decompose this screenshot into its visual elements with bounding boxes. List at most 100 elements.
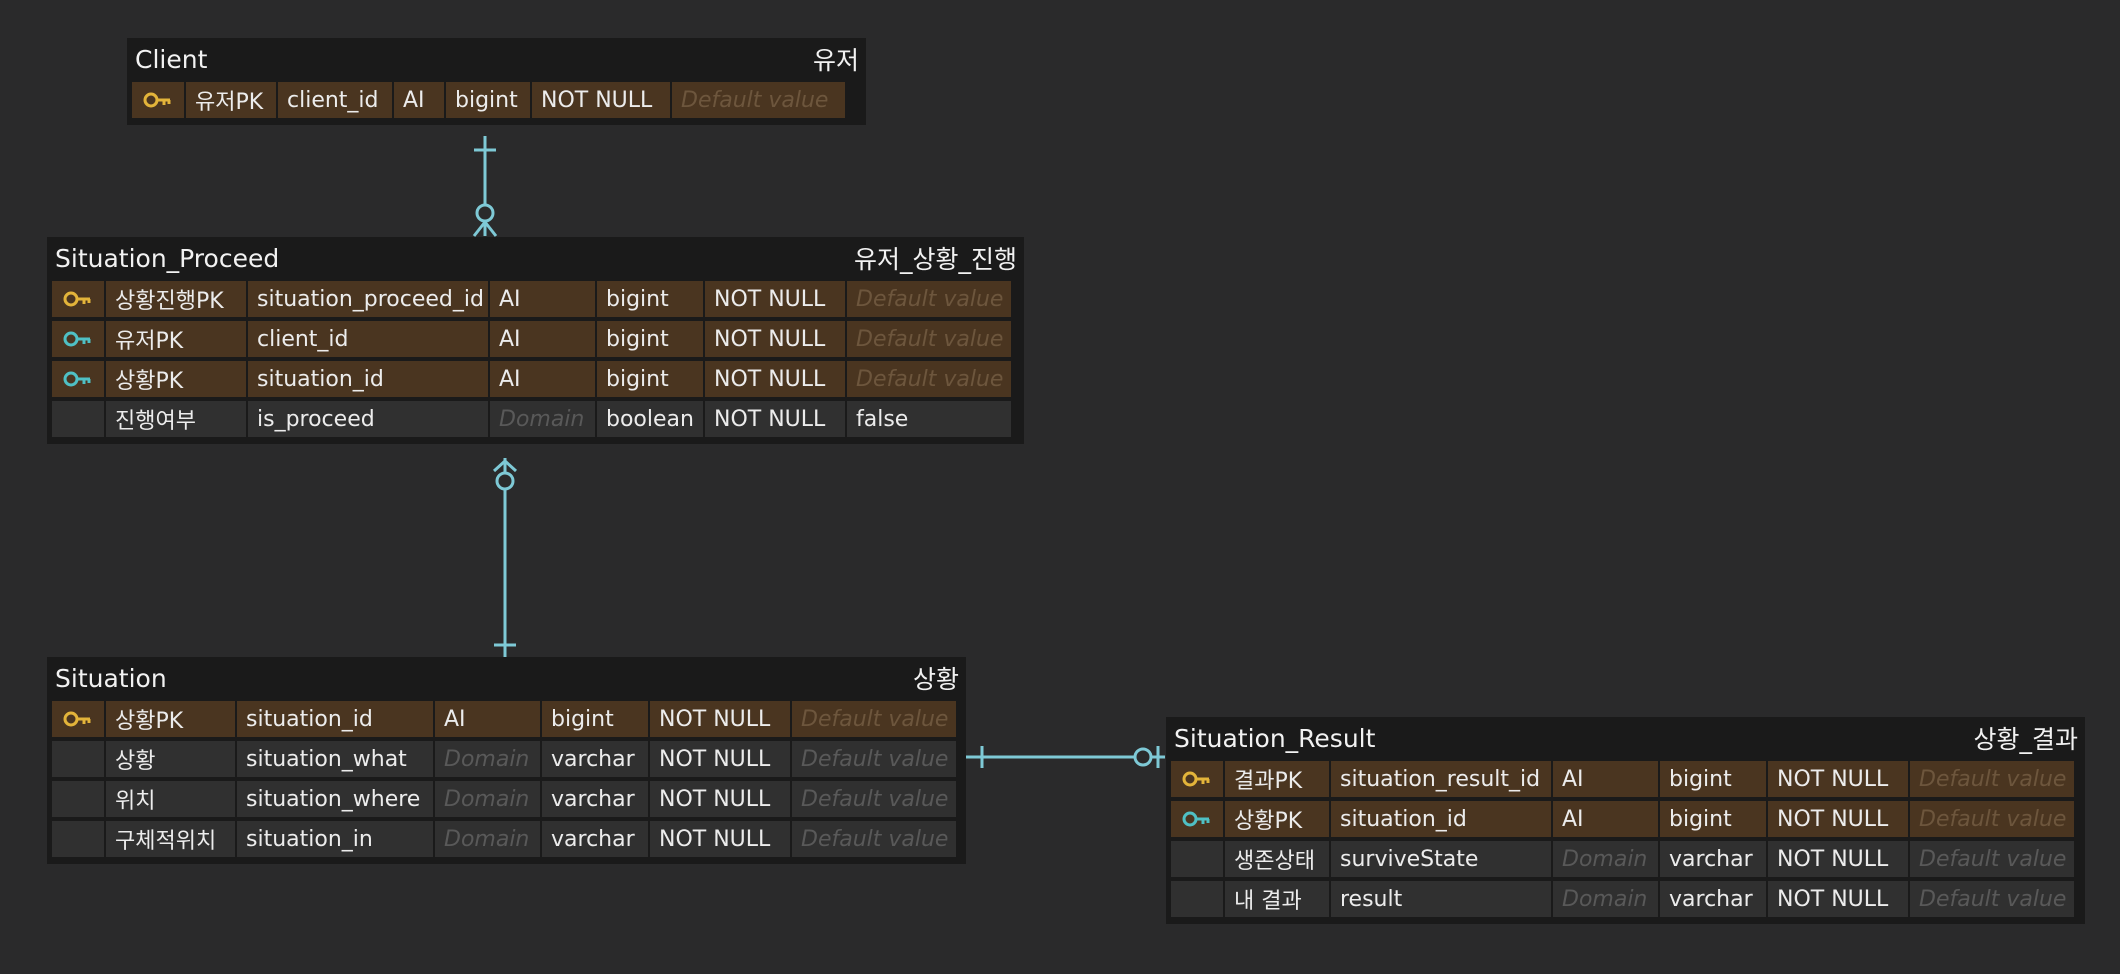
data-type-cell[interactable]: bigint: [446, 82, 530, 118]
data-type-cell[interactable]: bigint: [1660, 801, 1766, 837]
physical-name-cell[interactable]: situation_id: [248, 361, 488, 397]
data-type-cell[interactable]: bigint: [597, 361, 703, 397]
data-type-cell[interactable]: varchar: [542, 821, 648, 857]
logical-name-cell[interactable]: 상황PK: [106, 361, 246, 397]
logical-name-cell[interactable]: 상황진행PK: [106, 281, 246, 317]
logical-name-cell[interactable]: 위치: [106, 781, 235, 817]
nullable-cell[interactable]: NOT NULL: [1768, 761, 1908, 797]
default-value-cell[interactable]: Default value: [792, 781, 956, 817]
physical-name-cell[interactable]: is_proceed: [248, 401, 488, 437]
nullable-cell[interactable]: NOT NULL: [705, 281, 845, 317]
logical-name-cell[interactable]: 유저PK: [186, 82, 276, 118]
relationship-client-proceed[interactable]: [472, 136, 498, 237]
nullable-cell[interactable]: NOT NULL: [650, 781, 790, 817]
default-value-cell[interactable]: Default value: [1910, 761, 2074, 797]
nullable-cell[interactable]: NOT NULL: [1768, 841, 1908, 877]
physical-name-cell[interactable]: client_id: [248, 321, 488, 357]
domain-cell[interactable]: AI: [394, 82, 444, 118]
data-type-cell[interactable]: varchar: [542, 741, 648, 777]
data-type-cell[interactable]: bigint: [597, 321, 703, 357]
table-comment[interactable]: 상황_결과: [1973, 725, 2078, 754]
logical-name-cell[interactable]: 결과PK: [1225, 761, 1329, 797]
default-value-cell[interactable]: Default value: [847, 361, 1011, 397]
domain-cell[interactable]: AI: [490, 321, 595, 357]
table-comment[interactable]: 유저: [812, 46, 859, 75]
table-name[interactable]: Situation_Proceed: [55, 243, 280, 273]
domain-cell[interactable]: AI: [490, 281, 595, 317]
domain-cell[interactable]: Domain: [435, 741, 540, 777]
default-value-cell[interactable]: Default value: [1910, 841, 2074, 877]
default-value-cell[interactable]: Default value: [792, 701, 956, 737]
physical-name-cell[interactable]: surviveState: [1331, 841, 1551, 877]
physical-name-cell[interactable]: situation_id: [237, 701, 433, 737]
table-name[interactable]: Client: [135, 44, 208, 74]
nullable-cell[interactable]: NOT NULL: [705, 361, 845, 397]
data-type-cell[interactable]: bigint: [542, 701, 648, 737]
logical-name-cell[interactable]: 생존상태: [1225, 841, 1329, 877]
data-type-cell[interactable]: varchar: [542, 781, 648, 817]
table-name[interactable]: Situation_Result: [1174, 723, 1376, 753]
nullable-cell[interactable]: NOT NULL: [705, 401, 845, 437]
data-type-cell[interactable]: bigint: [597, 281, 703, 317]
logical-name-cell[interactable]: 상황PK: [1225, 801, 1329, 837]
data-type-cell[interactable]: boolean: [597, 401, 703, 437]
logical-name-cell[interactable]: 상황PK: [106, 701, 235, 737]
default-value-cell[interactable]: Default value: [792, 741, 956, 777]
physical-name-cell[interactable]: situation_result_id: [1331, 761, 1551, 797]
domain-cell[interactable]: AI: [490, 361, 595, 397]
logical-name-cell[interactable]: 내 결과: [1225, 881, 1329, 917]
table-comment[interactable]: 상황: [912, 665, 959, 694]
domain-cell[interactable]: Domain: [490, 401, 595, 437]
physical-name-cell[interactable]: situation_id: [1331, 801, 1551, 837]
default-value-cell[interactable]: Default value: [1910, 801, 2074, 837]
relationship-proceed-situation[interactable]: [492, 458, 518, 660]
domain-cell[interactable]: Domain: [1553, 841, 1658, 877]
data-type-cell[interactable]: varchar: [1660, 881, 1766, 917]
logical-name-cell[interactable]: 상황: [106, 741, 235, 777]
data-type-cell[interactable]: bigint: [1660, 761, 1766, 797]
nullable-cell[interactable]: NOT NULL: [1768, 801, 1908, 837]
domain-cell[interactable]: Domain: [435, 821, 540, 857]
nullable-cell[interactable]: NOT NULL: [650, 741, 790, 777]
domain-cell[interactable]: AI: [435, 701, 540, 737]
nullable-cell[interactable]: NOT NULL: [650, 821, 790, 857]
physical-name-cell[interactable]: situation_in: [237, 821, 433, 857]
physical-name-cell[interactable]: client_id: [278, 82, 392, 118]
nullable-cell[interactable]: NOT NULL: [532, 82, 670, 118]
default-value-cell[interactable]: false: [847, 401, 1011, 437]
physical-name-cell[interactable]: situation_proceed_id: [248, 281, 488, 317]
domain-cell[interactable]: Domain: [435, 781, 540, 817]
logical-name-cell[interactable]: 구체적위치: [106, 821, 235, 857]
logical-name-cell[interactable]: 진행여부: [106, 401, 246, 437]
nullable-cell[interactable]: NOT NULL: [650, 701, 790, 737]
physical-name-cell[interactable]: situation_what: [237, 741, 433, 777]
default-value-cell[interactable]: Default value: [792, 821, 956, 857]
nullable-cell[interactable]: NOT NULL: [1768, 881, 1908, 917]
default-value-cell[interactable]: Default value: [1910, 881, 2074, 917]
default-value-cell[interactable]: Default value: [672, 82, 845, 118]
domain-cell[interactable]: AI: [1553, 801, 1658, 837]
physical-name-cell[interactable]: result: [1331, 881, 1551, 917]
physical-name-cell[interactable]: situation_where: [237, 781, 433, 817]
default-value-cell[interactable]: Default value: [847, 281, 1011, 317]
domain-cell[interactable]: Domain: [1553, 881, 1658, 917]
nullable-cell[interactable]: NOT NULL: [705, 321, 845, 357]
table-name[interactable]: Situation: [55, 663, 167, 693]
default-value-cell[interactable]: Default value: [847, 321, 1011, 357]
table-comment[interactable]: 유저_상황_진행: [853, 245, 1017, 274]
